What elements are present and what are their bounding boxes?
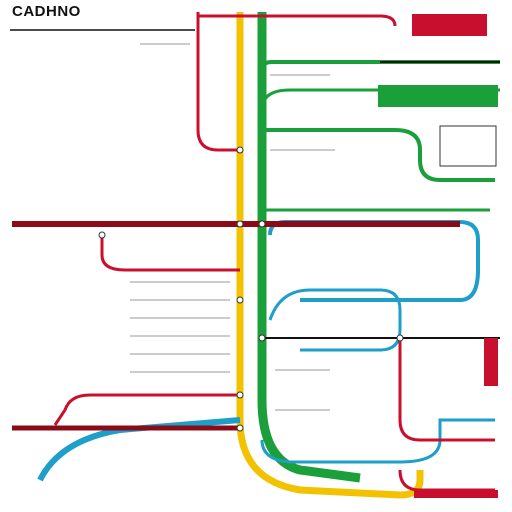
station-dot[interactable]	[236, 424, 244, 432]
red-line-lower[interactable]	[53, 393, 240, 426]
red-line-top[interactable]	[198, 14, 397, 27]
legend-box-green	[378, 85, 498, 107]
station-dot[interactable]	[258, 220, 266, 228]
station-dot[interactable]	[258, 334, 266, 342]
station-dot[interactable]	[236, 220, 244, 228]
station-dot[interactable]	[98, 231, 106, 239]
green-line-branch-top[interactable]	[260, 60, 500, 71]
legend-box-bottom	[414, 490, 498, 498]
station-dot[interactable]	[396, 334, 404, 342]
blue-line-bottom[interactable]	[260, 418, 495, 464]
green-line[interactable]	[257, 12, 361, 483]
blue-line-west[interactable]	[37, 417, 241, 482]
legend-box-east	[484, 338, 498, 386]
green-line-branch-mid[interactable]	[262, 128, 495, 182]
red-line[interactable]	[196, 12, 240, 152]
station-dot[interactable]	[236, 146, 244, 154]
red-line-bottom[interactable]	[398, 469, 495, 492]
blue-line-lower[interactable]	[268, 288, 402, 352]
legend-box-top	[412, 14, 487, 36]
map-title: CADHNO	[12, 3, 81, 20]
stations	[98, 146, 404, 432]
red-line-east[interactable]	[398, 335, 495, 442]
station-dot[interactable]	[236, 391, 244, 399]
blue-line[interactable]	[268, 220, 480, 302]
green-line-branch-upper[interactable]	[260, 88, 500, 111]
red-line-west[interactable]	[100, 235, 240, 272]
yellow-line[interactable]	[236, 12, 424, 499]
station-dot[interactable]	[236, 296, 244, 304]
legend-box-info	[439, 125, 497, 167]
station-ticks	[130, 43, 335, 411]
